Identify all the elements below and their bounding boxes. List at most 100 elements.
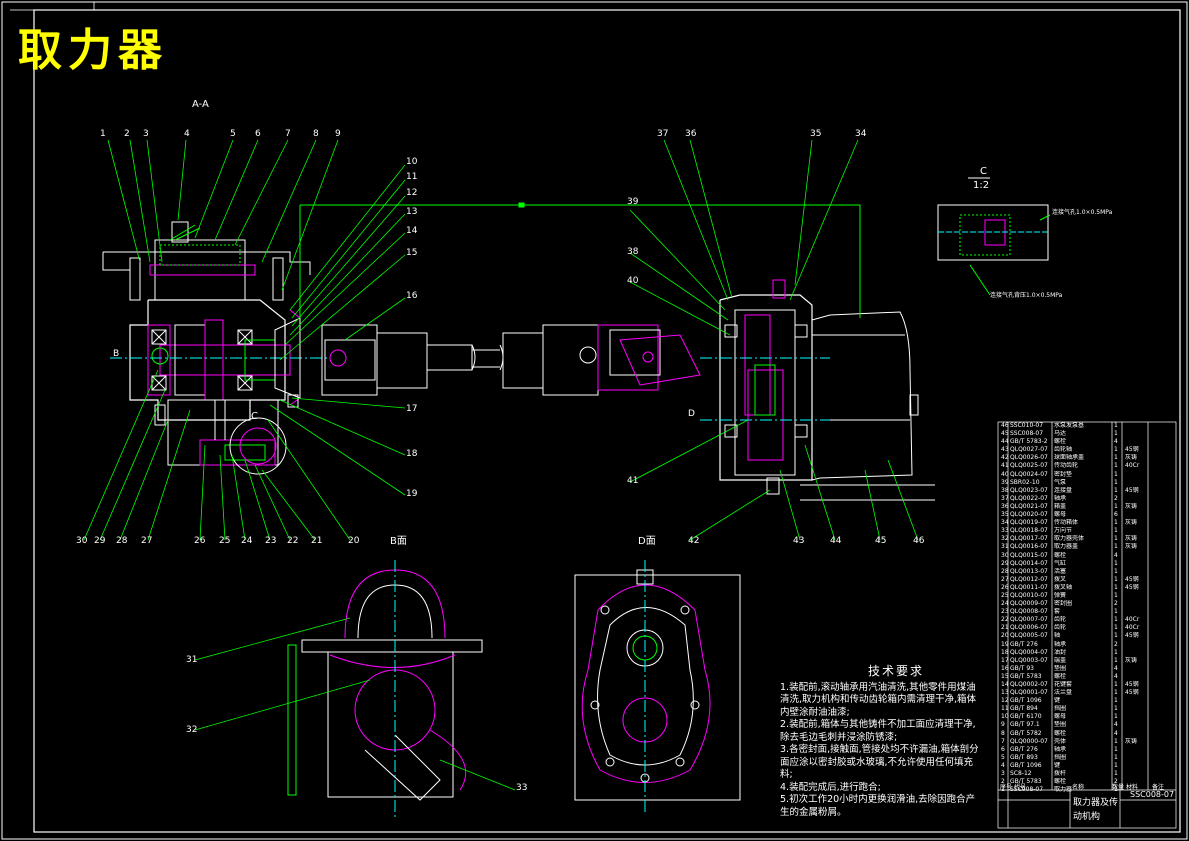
bom-cell: 螺栓 [1054,672,1067,680]
bom-cell: 1 [1114,656,1118,664]
bom-cell: 43 [1001,446,1009,454]
bom-cell: 键 [1054,761,1061,769]
bom-cell: 轴 [1054,632,1061,640]
bom-cell: 1 [1114,446,1118,454]
bom-cell: 45钢 [1125,681,1139,688]
part-number: 30 [76,536,88,546]
bom-cell: GB/T 894 [1010,705,1038,713]
part-number: 4 [184,129,190,139]
part-number: 3 [143,129,149,139]
tech-req-heading: 技术要求 [868,664,925,678]
bom-cell: 1 [1114,583,1118,591]
bom-cell: 1 [1114,575,1118,583]
bom-cell: 万向节 [1054,527,1073,535]
bom-cell: 弹簧 [1054,591,1067,599]
bom-cell: 5 [1001,753,1005,761]
bom-cell: QLQ0008-07 [1010,608,1048,616]
bom-cell: QLQ0013-07 [1010,567,1048,575]
bom-cell: 2 [1114,494,1118,502]
part-number: 2 [124,129,130,139]
bom-cell: 取力器 [1054,786,1073,794]
bom-cell: 轴承 [1054,640,1067,648]
bom-table-grid [997,421,1177,829]
pto-section-view [102,221,330,475]
part-number: 24 [241,536,253,546]
bom-cell: GB/T 5783 [1010,672,1042,680]
bom-cell: 41 [1001,462,1009,470]
bom-cell: QLQ0002-07 [1010,681,1048,688]
bom-cell: 15 [1001,672,1009,680]
bom-cell: 25 [1001,591,1009,599]
bom-cell: 挡圈 [1054,705,1067,713]
bom-cell: 灰铸 [1125,535,1138,543]
bom-cell: 轴承 [1054,494,1067,502]
part-number: 12 [406,188,418,198]
bom-cell: 油封 [1054,648,1067,656]
bom-cell: 齿轮 [1054,624,1067,632]
part-number: 44 [830,536,842,546]
bom-cell: 44 [1001,438,1009,446]
bom-cell: 传动箱体 [1054,519,1079,527]
bom-cell: 4 [1114,664,1118,672]
bom-cell: QLQ0024-07 [1010,470,1048,478]
bom-cell: 1 [1114,648,1118,656]
bom-cell: 33 [1001,527,1009,535]
bom-cell: QLQ0003-07 [1010,656,1048,664]
bom-cell: 1 [1114,527,1118,535]
bom-cell: 密封圈 [1054,600,1073,608]
bom-cell: 4 [1114,551,1118,559]
part-number: 15 [406,248,418,258]
part-number: 37 [657,129,669,139]
bom-cell: 1 [1114,705,1118,713]
bom-cell: 灰铸 [1125,519,1138,527]
detail-c [937,177,1051,296]
bom-cell: 40Cr [1125,462,1140,470]
bom-cell: 26 [1001,583,1009,591]
bom-cell: GB/T 276 [1010,640,1038,648]
bom-cell: 19 [1001,640,1009,648]
bom-cell: QLQ0015-07 [1010,551,1048,559]
bom-cell: 4 [1114,729,1118,737]
part-number: 8 [313,129,319,139]
bom-cell: 13 [1001,689,1009,697]
bom-cell: 45钢 [1125,583,1139,591]
bom-cell: QLQ0010-07 [1010,591,1048,599]
bom-cell: 活塞 [1054,567,1067,575]
part-number: 29 [94,536,106,546]
bom-cell: 45钢 [1125,446,1139,454]
bom-header-cell: 材料 [1126,784,1139,791]
bom-cell: 1 [1114,486,1118,494]
part-number: 46 [913,536,925,546]
b-face-view [287,560,483,820]
bom-cell: 27 [1001,575,1009,583]
bom-cell: 35 [1001,511,1009,519]
bom-cell: 垫圈 [1054,664,1067,672]
part-number: 7 [285,129,291,139]
bom-cell: 1 [1114,681,1118,688]
part-number: 20 [348,536,360,546]
part-number: 5 [230,129,236,139]
bom-cell: QLQ0021-07 [1010,502,1048,510]
bom-cell: GB/T 5782 [1010,729,1042,737]
dimension-line [299,202,861,318]
bom-cell: 22 [1001,616,1009,624]
bom-cell: 套 [1054,608,1061,616]
detail-label-c: C [980,166,987,177]
d-face-view [574,560,741,815]
part-number: 23 [265,536,277,546]
bom-cell: 37 [1001,494,1009,502]
bom-cell: 1 [1114,737,1118,745]
detail-c-note: 连接气孔1.0×0.5MPa [1052,209,1113,216]
part-number: 39 [627,197,639,207]
bom-cell: 32 [1001,535,1009,543]
